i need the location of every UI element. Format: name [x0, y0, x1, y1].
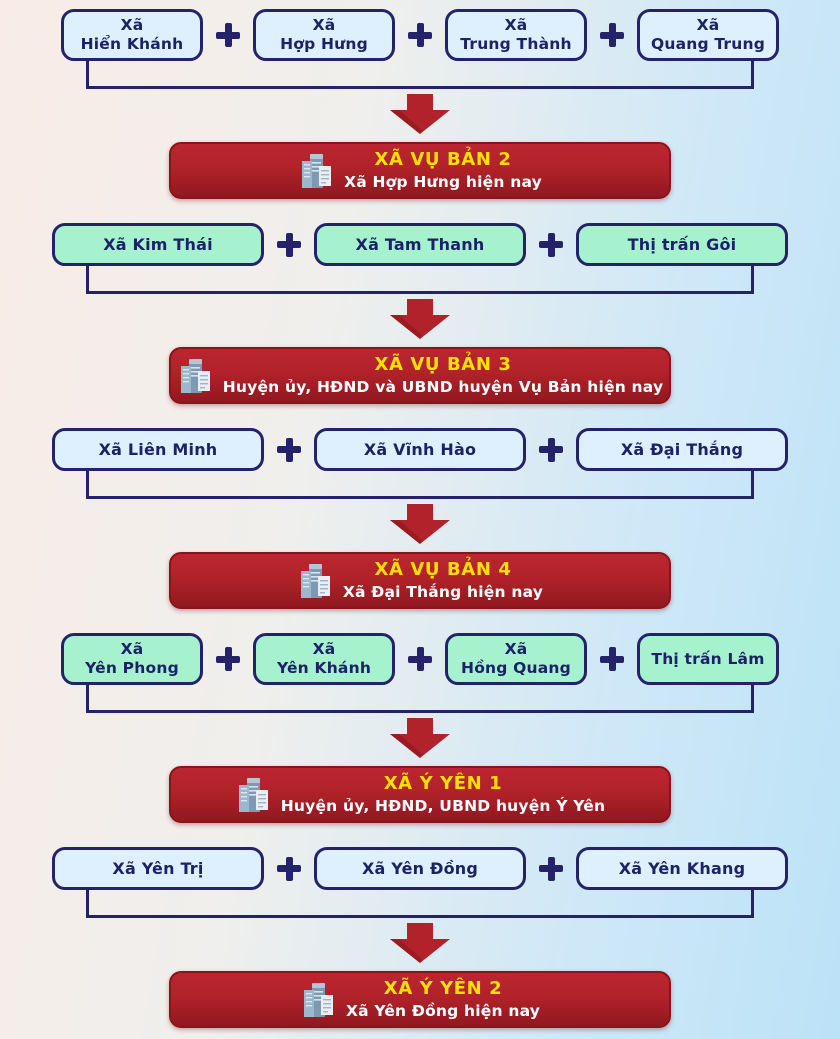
result-banner: XÃ Ý YÊN 2 Xã Yên Đồng hiện nay [169, 971, 671, 1028]
commune-name: Xã Tam Thanh [355, 234, 485, 254]
banner-text: XÃ Ý YÊN 2 Xã Yên Đồng hiện nay [345, 978, 541, 1020]
sources-row: Xã Kim Thái Xã Tam Thanh Thị trấn Gôi [0, 223, 840, 266]
commune-box: Xã Tam Thanh [314, 223, 526, 266]
banner-title: XÃ Ý YÊN 1 [383, 773, 503, 795]
commune-box: Xã Yên Trị [52, 847, 264, 890]
merger-group: Xã Kim Thái Xã Tam Thanh Thị trấn Gôi [0, 223, 840, 404]
banner-subtitle: Xã Yên Đồng hiện nay [345, 1001, 541, 1020]
commune-box: Xã Liên Minh [52, 428, 264, 471]
banner-subtitle: Xã Đại Thắng hiện nay [342, 582, 544, 601]
result-banner: XÃ Ý YÊN 1 Huyện ủy, HĐND, UBND huyện Ý … [169, 766, 671, 823]
plus-icon [216, 23, 240, 47]
commune-name: Xã [120, 16, 144, 35]
down-arrow-icon [390, 923, 450, 963]
plus-icon [539, 232, 563, 257]
commune-name: Xã Yên Khang [618, 858, 746, 878]
commune-name: Hiển Khánh [80, 35, 184, 53]
commune-name: Xã Kim Thái [103, 234, 213, 254]
commune-name: Thị trấn Lâm [651, 649, 765, 668]
banner-text: XÃ VỤ BẢN 2 Xã Hợp Hưng hiện nay [344, 149, 542, 191]
commune-box: Xã Yên Khang [576, 847, 788, 890]
commune-name: Xã [504, 16, 528, 35]
commune-name: Xã [120, 640, 144, 659]
banner-title: XÃ VỤ BẢN 2 [374, 149, 512, 171]
plus-icon [408, 647, 432, 671]
plus-icon [539, 856, 563, 881]
commune-name: Hợp Hưng [280, 35, 368, 53]
down-arrow-icon [390, 94, 450, 134]
commune-box: Xã Đại Thắng [576, 428, 788, 471]
banner-subtitle: Xã Hợp Hưng hiện nay [344, 172, 542, 191]
commune-box: Thị trấn Gôi [576, 223, 788, 266]
result-banner: XÃ VỤ BẢN 4 Xã Đại Thắng hiện nay [169, 552, 671, 609]
banner-subtitle: Huyện ủy, HĐND, UBND huyện Ý Yên [280, 796, 606, 815]
commune-name: Hồng Quang [461, 659, 571, 677]
commune-name: Xã Yên Trị [112, 858, 204, 878]
merger-group: Xã Liên Minh Xã Vĩnh Hào Xã Đại Thắng [0, 428, 840, 609]
plus-icon [408, 23, 432, 47]
commune-name: Xã [696, 16, 720, 35]
sources-row: Xã Yên Trị Xã Yên Đồng Xã Yên Khang [0, 847, 840, 890]
result-banner: XÃ VỤ BẢN 2 Xã Hợp Hưng hiện nay [169, 142, 671, 199]
plus-icon [277, 856, 301, 881]
commune-name: Thị trấn Gôi [627, 234, 737, 254]
plus-icon [600, 23, 624, 47]
banner-text: XÃ VỤ BẢN 4 Xã Đại Thắng hiện nay [342, 559, 544, 601]
connector-bracket [86, 890, 754, 918]
banner-title: XÃ VỤ BẢN 4 [374, 559, 512, 581]
commune-box: Xã Kim Thái [52, 223, 264, 266]
banner-text: XÃ VỤ BẢN 3 Huyện ủy, HĐND và UBND huyện… [222, 354, 664, 396]
plus-icon [277, 232, 301, 257]
banner-text: XÃ Ý YÊN 1 Huyện ủy, HĐND, UBND huyện Ý … [280, 773, 606, 815]
merger-group: Xã Yên Trị Xã Yên Đồng Xã Yên Khang [0, 847, 840, 1028]
commune-box: Xã Yên Đồng [314, 847, 526, 890]
banner-title: XÃ Ý YÊN 2 [383, 978, 503, 1000]
commune-name: Xã [312, 640, 336, 659]
sources-row: Xã Liên Minh Xã Vĩnh Hào Xã Đại Thắng [0, 428, 840, 471]
buildings-icon [300, 980, 336, 1020]
buildings-icon [297, 561, 333, 601]
banner-title: XÃ VỤ BẢN 3 [374, 354, 512, 376]
banner-subtitle: Huyện ủy, HĐND và UBND huyện Vụ Bản hiện… [222, 377, 664, 396]
commune-name: Xã [504, 640, 528, 659]
commune-name: Xã Liên Minh [98, 439, 218, 459]
down-arrow-icon [390, 299, 450, 339]
commune-name: Trung Thành [460, 35, 572, 53]
plus-icon [277, 437, 301, 462]
buildings-icon [298, 151, 334, 191]
commune-name: Yên Khánh [276, 659, 372, 677]
buildings-icon [235, 775, 271, 815]
plus-icon [600, 647, 624, 671]
commune-name: Xã [312, 16, 336, 35]
connector-bracket [86, 685, 754, 713]
down-arrow-icon [390, 504, 450, 544]
commune-name: Xã Yên Đồng [361, 858, 479, 878]
commune-name: Quang Trung [650, 35, 766, 53]
plus-icon [539, 437, 563, 462]
commune-box: Xã Vĩnh Hào [314, 428, 526, 471]
commune-name: Yên Phong [85, 659, 179, 677]
connector-bracket [86, 266, 754, 294]
commune-box: Thị trấn Lâm [637, 633, 779, 685]
connector-bracket [86, 471, 754, 499]
result-banner: XÃ VỤ BẢN 3 Huyện ủy, HĐND và UBND huyện… [169, 347, 671, 404]
plus-icon [216, 647, 240, 671]
commune-name: Xã Vĩnh Hào [363, 439, 477, 459]
commune-name: Xã Đại Thắng [620, 439, 744, 459]
down-arrow-icon [390, 718, 450, 758]
connector-bracket [86, 61, 754, 89]
buildings-icon [177, 356, 213, 396]
